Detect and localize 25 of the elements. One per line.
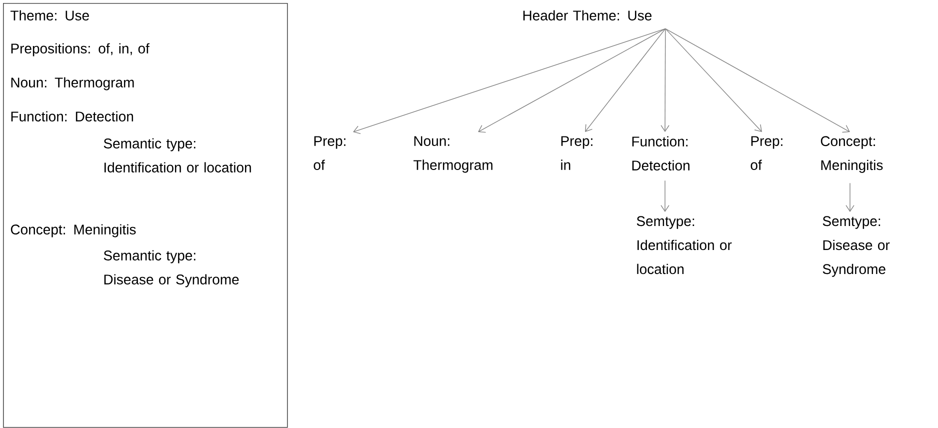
node-label: Semtype: Disease or Syndrome <box>822 216 890 277</box>
box-text: Semantic type: Disease or Syndrome <box>104 250 239 288</box>
node-label: Prep: in <box>561 136 592 170</box>
arrow <box>585 28 666 132</box>
node-label: Prep: of <box>314 136 346 170</box>
arrow <box>665 28 850 133</box>
node-label: Prep: of <box>750 136 782 170</box>
box-text: Semantic type: Identification or location <box>104 138 251 172</box>
text-panel <box>3 3 288 428</box>
arrow <box>478 28 666 133</box>
box-text: Concept: Meningitis <box>10 224 136 238</box>
box-text: Noun: Thermogram <box>11 77 134 90</box>
arrow <box>660 180 670 212</box>
box-text: Theme: Use <box>10 10 89 20</box>
arrow <box>846 182 854 212</box>
node-label: Semtype: Identification or location <box>636 216 732 274</box>
arrow <box>353 28 666 134</box>
box-text: Prepositions: of, in, of <box>11 43 150 56</box>
node-label: Concept: Meningitis <box>820 136 883 173</box>
box-text: Function: Detection <box>11 111 134 122</box>
node-label: Function: Detection <box>632 136 690 170</box>
header-label: Header Theme: Use <box>523 10 652 20</box>
node-label: Noun: Thermogram <box>414 136 492 173</box>
arrow <box>665 28 762 132</box>
arrow <box>660 28 670 132</box>
